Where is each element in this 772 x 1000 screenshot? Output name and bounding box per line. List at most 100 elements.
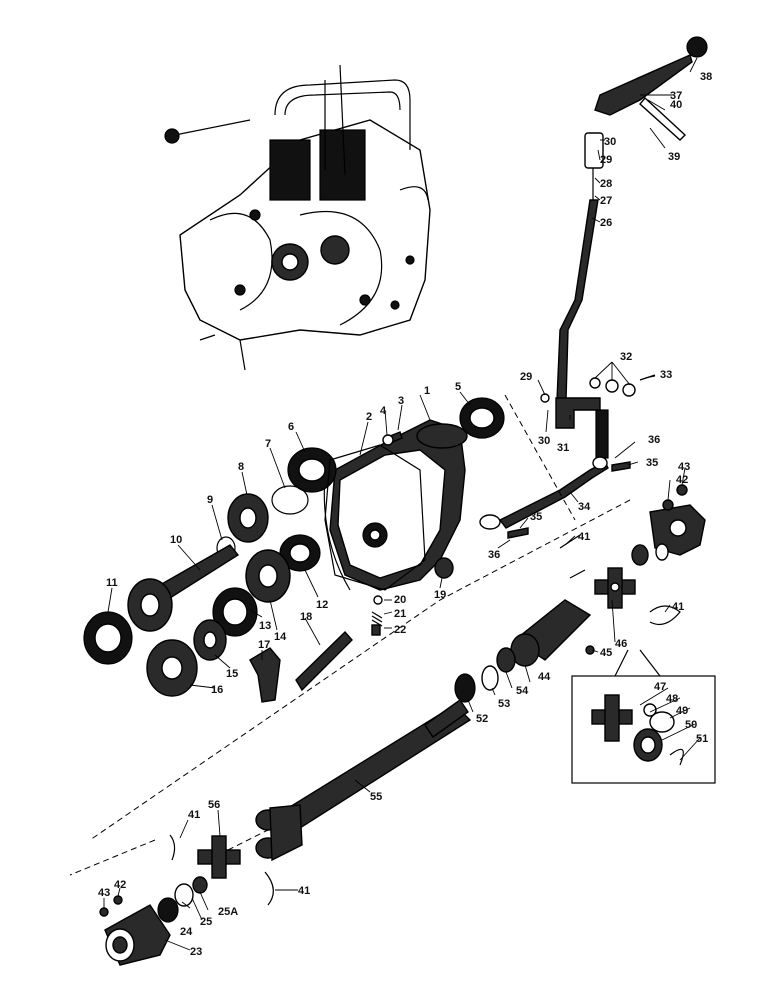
propeller-shaft-55 xyxy=(283,699,472,829)
seal-24 xyxy=(157,897,179,923)
label-41-c: 41 xyxy=(188,809,200,821)
label-5: 5 xyxy=(455,381,461,393)
label-25: 25 xyxy=(200,916,212,928)
poppet-parts-20-22 xyxy=(371,595,383,636)
engine-assembly xyxy=(164,64,431,371)
shift-lever-linkage xyxy=(540,36,708,459)
label-24: 24 xyxy=(180,926,193,938)
nut-25a xyxy=(192,876,208,894)
label-20: 20 xyxy=(394,594,406,606)
washer-25 xyxy=(174,883,194,907)
shift-rod-34 xyxy=(498,461,609,529)
washer-53 xyxy=(481,665,499,691)
label-53: 53 xyxy=(498,698,510,710)
u-joint-detail-inset xyxy=(571,649,716,784)
clip-41d xyxy=(264,871,274,906)
label-50: 50 xyxy=(685,719,697,731)
label-54: 54 xyxy=(516,685,529,697)
label-46: 46 xyxy=(615,638,627,650)
label-42-a: 42 xyxy=(676,474,688,486)
label-8: 8 xyxy=(238,461,244,473)
leader-lines xyxy=(103,57,701,951)
label-18: 18 xyxy=(300,611,312,623)
bearing-5 xyxy=(459,397,505,439)
label-11: 11 xyxy=(106,577,118,589)
gear-16 xyxy=(146,639,198,697)
label-13: 13 xyxy=(259,620,271,632)
label-3: 3 xyxy=(398,395,404,407)
shift-knob-icon xyxy=(164,128,180,144)
gear-15 xyxy=(193,619,227,661)
label-33: 33 xyxy=(660,369,672,381)
gasket-2 xyxy=(324,444,426,591)
label-40: 40 xyxy=(670,99,682,111)
label-26: 26 xyxy=(600,217,612,229)
gear-8 xyxy=(227,493,269,543)
label-48: 48 xyxy=(666,693,678,705)
label-12: 12 xyxy=(316,599,328,611)
alignment-line-b xyxy=(89,499,631,841)
clip-41c xyxy=(169,834,176,861)
shift-rail-18 xyxy=(295,630,353,692)
shaft-10 xyxy=(127,544,240,632)
label-41-b: 41 xyxy=(672,601,684,613)
label-56: 56 xyxy=(208,799,220,811)
clip-41b xyxy=(649,605,681,625)
label-37: 37 xyxy=(670,90,682,102)
label-19: 19 xyxy=(434,589,446,601)
label-7: 7 xyxy=(265,438,271,450)
label-41-a: 41 xyxy=(578,531,590,543)
label-31: 31 xyxy=(557,442,569,454)
label-29-lower: 29 xyxy=(520,371,532,383)
label-30-lower: 30 xyxy=(538,435,550,447)
bearing-6 xyxy=(287,447,337,493)
snap-ring-7 xyxy=(271,485,309,515)
label-17: 17 xyxy=(258,639,270,651)
shift-fork-17 xyxy=(249,647,281,703)
label-1: 1 xyxy=(424,385,430,397)
label-39: 39 xyxy=(668,151,680,163)
yoke-44 xyxy=(510,599,592,667)
front-yoke-assembly xyxy=(631,484,706,566)
label-4: 4 xyxy=(380,405,387,417)
label-25a: 25A xyxy=(218,906,238,918)
bearing-12 xyxy=(279,534,321,572)
seal-52 xyxy=(454,673,476,703)
label-32: 32 xyxy=(620,351,632,363)
label-35-right: 35 xyxy=(646,457,658,469)
label-49: 49 xyxy=(676,705,688,717)
pin-35b xyxy=(611,461,631,472)
label-16: 16 xyxy=(211,684,223,696)
label-15: 15 xyxy=(226,668,238,680)
label-34: 34 xyxy=(578,501,591,513)
label-29-top: 29 xyxy=(600,154,612,166)
label-47: 47 xyxy=(654,681,666,693)
label-51: 51 xyxy=(696,733,708,745)
label-28: 28 xyxy=(600,178,612,190)
nut-43 xyxy=(99,907,109,917)
label-27: 27 xyxy=(600,195,612,207)
label-38: 38 xyxy=(700,71,712,83)
knob-38-icon xyxy=(686,36,708,58)
label-52: 52 xyxy=(476,713,488,725)
u-joint-cross-rear xyxy=(197,835,241,879)
label-6: 6 xyxy=(288,421,294,433)
u-joint-cross-46 xyxy=(594,567,636,609)
label-44: 44 xyxy=(538,671,551,683)
label-41-d: 41 xyxy=(298,885,310,897)
alignment-line-c xyxy=(69,839,156,876)
gear-14 xyxy=(245,549,291,603)
label-22: 22 xyxy=(394,624,406,636)
rear-flange-23 xyxy=(104,904,171,966)
label-2: 2 xyxy=(366,411,372,423)
label-14: 14 xyxy=(274,631,287,643)
label-36-right: 36 xyxy=(648,434,660,446)
label-23: 23 xyxy=(190,946,202,958)
label-43-b: 43 xyxy=(98,887,110,899)
transfer-case-housing xyxy=(323,419,468,591)
label-42-b: 42 xyxy=(114,879,126,891)
label-9: 9 xyxy=(207,494,213,506)
sleeve-13 xyxy=(212,587,258,637)
label-55: 55 xyxy=(370,791,382,803)
